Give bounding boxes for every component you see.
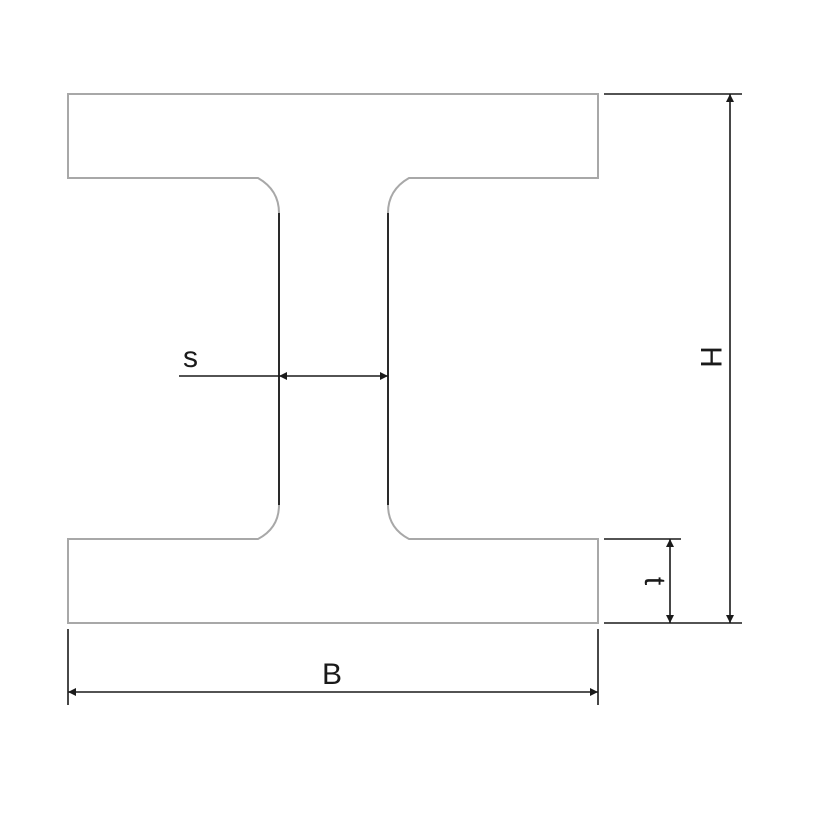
- web-outline: [278, 213, 389, 505]
- web-thickness-label: s: [183, 341, 198, 374]
- beam-outline: [67, 93, 599, 624]
- width-label: B: [322, 658, 343, 691]
- top-flange: [67, 93, 599, 214]
- flange-thickness-label: t: [638, 576, 671, 586]
- bottom-flange: [67, 504, 599, 624]
- dimension-lines: [67, 93, 742, 705]
- height-label: H: [694, 346, 727, 368]
